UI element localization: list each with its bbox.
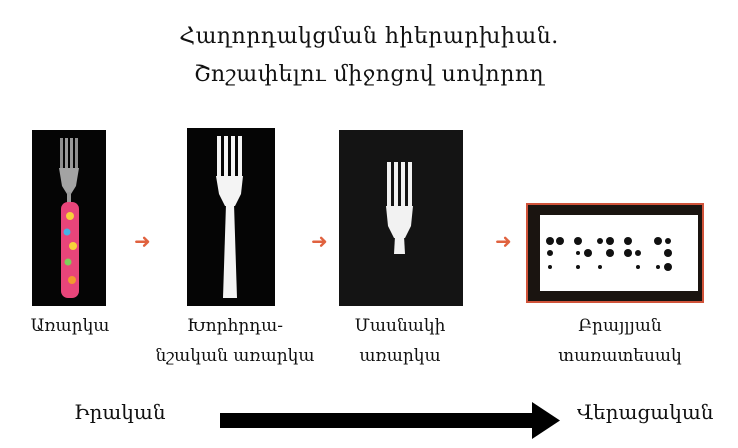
stage-label: առարկա [359, 346, 441, 366]
stage-label: Խորհրդա- [186, 316, 284, 336]
real-fork-photo [32, 130, 106, 306]
stage-label: Առարկա [30, 316, 110, 336]
stage-arrow-icon: ➜ [134, 229, 151, 253]
scale-right-label: Վերացական [577, 400, 714, 424]
stage-arrow-icon: ➜ [311, 229, 328, 253]
braille-card [526, 203, 704, 303]
stage-label: Բրայլյան [578, 316, 662, 336]
diagram-title-line1: Հաղորդակցման հիերարխիան. [179, 24, 559, 49]
stage-arrow-icon: ➜ [495, 229, 512, 253]
stage-label: Մասնակի [354, 316, 446, 336]
stage-label: նշական առարկա [155, 346, 315, 366]
diagram-title-line2: Շոշափելու միջոցով սովորող [193, 62, 545, 87]
scale-arrow-icon [220, 402, 560, 439]
scale-left-label: Իրական [74, 400, 166, 424]
plastic-fork-photo [187, 128, 275, 306]
partial-fork-photo [339, 130, 463, 306]
stage-label: տառատեսակ [558, 346, 682, 366]
